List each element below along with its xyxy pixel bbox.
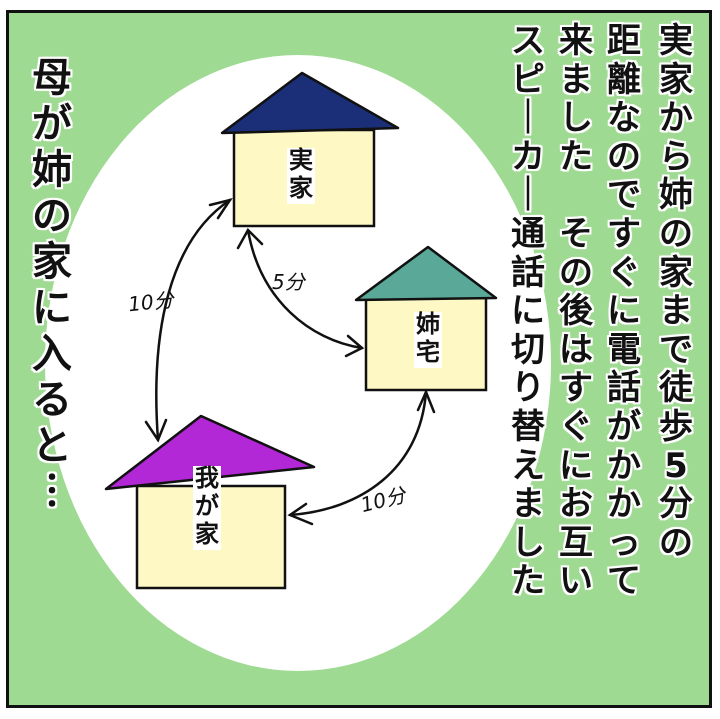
- text-char: か: [607, 445, 641, 486]
- sister-home-label: 姉 宅: [414, 312, 442, 368]
- parents-home-label: 実 家: [287, 148, 315, 204]
- label-char: 実: [287, 146, 315, 176]
- text-char: 距: [607, 21, 641, 61]
- label-char: が: [193, 492, 221, 522]
- text-char: 通: [511, 213, 545, 254]
- text-char: 入: [32, 331, 72, 377]
- text-char: ス: [511, 21, 545, 61]
- text-char: り: [511, 368, 545, 409]
- text-char: 家: [659, 252, 693, 293]
- text-char: そ: [559, 213, 593, 254]
- route-parents-myhome-arrow: [144, 198, 233, 443]
- text-char: ︙: [32, 469, 72, 515]
- text-char: 話: [607, 368, 641, 409]
- narration-column-2: 距離なのですぐに電話がかかって: [604, 24, 644, 603]
- text-char: か: [607, 484, 641, 525]
- text-char: に: [559, 445, 593, 486]
- text-char: 互: [559, 522, 593, 563]
- text-char: し: [511, 522, 545, 563]
- text-char: す: [559, 368, 593, 409]
- text-char: が: [32, 101, 72, 147]
- text-char: て: [607, 561, 641, 602]
- text-char: ピ: [511, 59, 545, 100]
- text-char: の: [607, 136, 641, 177]
- label-char: 宅: [414, 338, 442, 368]
- text-char: で: [659, 329, 693, 370]
- route-sister-myhome-arrow: [287, 388, 436, 526]
- text-char: か: [659, 98, 693, 139]
- text-char: 替: [511, 406, 545, 447]
- text-char: え: [511, 445, 545, 486]
- text-char: た: [559, 136, 593, 177]
- text-char: 離: [607, 59, 641, 100]
- text-char: 分: [659, 484, 693, 525]
- text-char: 後: [559, 291, 593, 332]
- text-char: な: [607, 98, 641, 139]
- text-char: 実: [659, 21, 693, 61]
- text-char: の: [659, 522, 693, 563]
- text-char: に: [511, 291, 545, 332]
- text-char: の: [659, 213, 693, 254]
- text-char: 切: [511, 329, 545, 370]
- text-char: す: [607, 213, 641, 254]
- text-char: の: [32, 193, 72, 239]
- text-char: 母: [32, 55, 72, 101]
- label-char: 家: [193, 520, 221, 550]
- diagram-drawing: [104, 71, 498, 590]
- text-char: ま: [511, 484, 545, 525]
- narration-column-4: スピ｜カ｜通話に切り替えました: [508, 24, 548, 603]
- text-char: 姉: [32, 147, 72, 193]
- route-time-label-left: 10分: [127, 287, 175, 317]
- text-char: 姉: [659, 175, 693, 216]
- text-char: ｜: [511, 98, 545, 139]
- text-char: ま: [659, 291, 693, 332]
- text-char: に: [32, 285, 72, 331]
- text-char: っ: [607, 522, 641, 563]
- text-char: の: [559, 252, 593, 293]
- text-char: ぐ: [559, 406, 593, 447]
- text-char: ら: [659, 136, 693, 177]
- text-char: と: [32, 423, 72, 469]
- text-char: カ: [511, 136, 545, 177]
- text-char: ｜: [511, 175, 545, 216]
- text-char: お: [559, 484, 593, 525]
- text-char: た: [511, 561, 545, 602]
- text-char: 話: [511, 252, 545, 293]
- text-char: 5: [664, 445, 688, 486]
- text-char: 徒: [659, 368, 693, 409]
- text-char: ぐ: [607, 252, 641, 293]
- route-parents-sister-arrow: [236, 227, 365, 358]
- text-char: 電: [607, 329, 641, 370]
- headline-column: 母が姉の家に入ると︙: [29, 58, 75, 518]
- text-char: [556, 178, 596, 217]
- text-char: で: [607, 175, 641, 216]
- text-char: 家: [32, 239, 72, 285]
- label-char: 我: [193, 464, 221, 494]
- route-time-label-top: 5分: [272, 270, 305, 294]
- text-char: 家: [659, 59, 693, 100]
- label-char: 家: [287, 174, 315, 204]
- text-char: ま: [559, 59, 593, 100]
- text-char: は: [559, 329, 593, 370]
- text-char: し: [559, 98, 593, 139]
- text-char: 来: [559, 21, 593, 61]
- label-char: 姉: [414, 310, 442, 340]
- my-home-label: 我 が 家: [193, 466, 221, 550]
- narration-column-3: 来ました その後はすぐにお互い: [556, 24, 596, 603]
- text-char: に: [607, 291, 641, 332]
- text-char: る: [32, 377, 72, 423]
- text-char: 歩: [659, 406, 693, 447]
- text-char: が: [607, 406, 641, 447]
- text-char: い: [559, 561, 593, 602]
